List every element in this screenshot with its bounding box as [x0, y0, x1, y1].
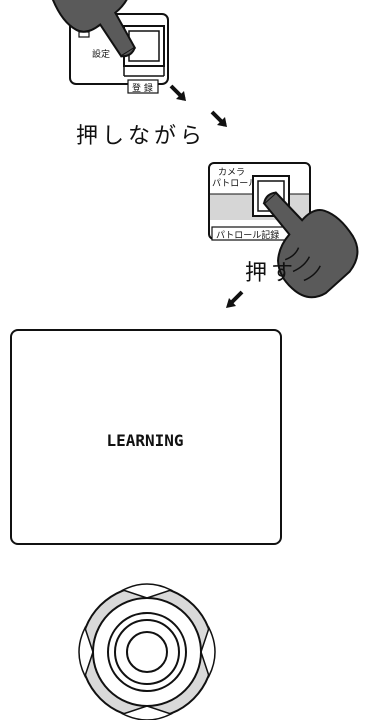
step1-led-indicator — [78, 31, 90, 38]
step2-action-caption: 押す — [245, 261, 297, 286]
monitor-screen: LEARNING — [10, 329, 282, 545]
screen-message: LEARNING — [106, 431, 183, 450]
pointing-hand-icon — [49, 0, 137, 58]
step2-register-label: パトロール記録 — [216, 229, 279, 241]
diagonal-arrow-icon — [226, 290, 244, 308]
step2-panel-label-line2: パトロール — [212, 178, 257, 189]
step1-register-label-box — [127, 79, 159, 94]
joystick-icon — [78, 583, 216, 720]
step1-action-caption: 押しながら — [76, 124, 206, 149]
step2-panel-label-line1: カメラ — [218, 167, 245, 178]
step1-register-label: 登 録 — [132, 82, 153, 94]
pointing-hand-icon — [262, 191, 359, 299]
diagonal-arrow-icon — [169, 84, 227, 127]
step1-panel-label-bottom: 設定 — [92, 48, 110, 60]
